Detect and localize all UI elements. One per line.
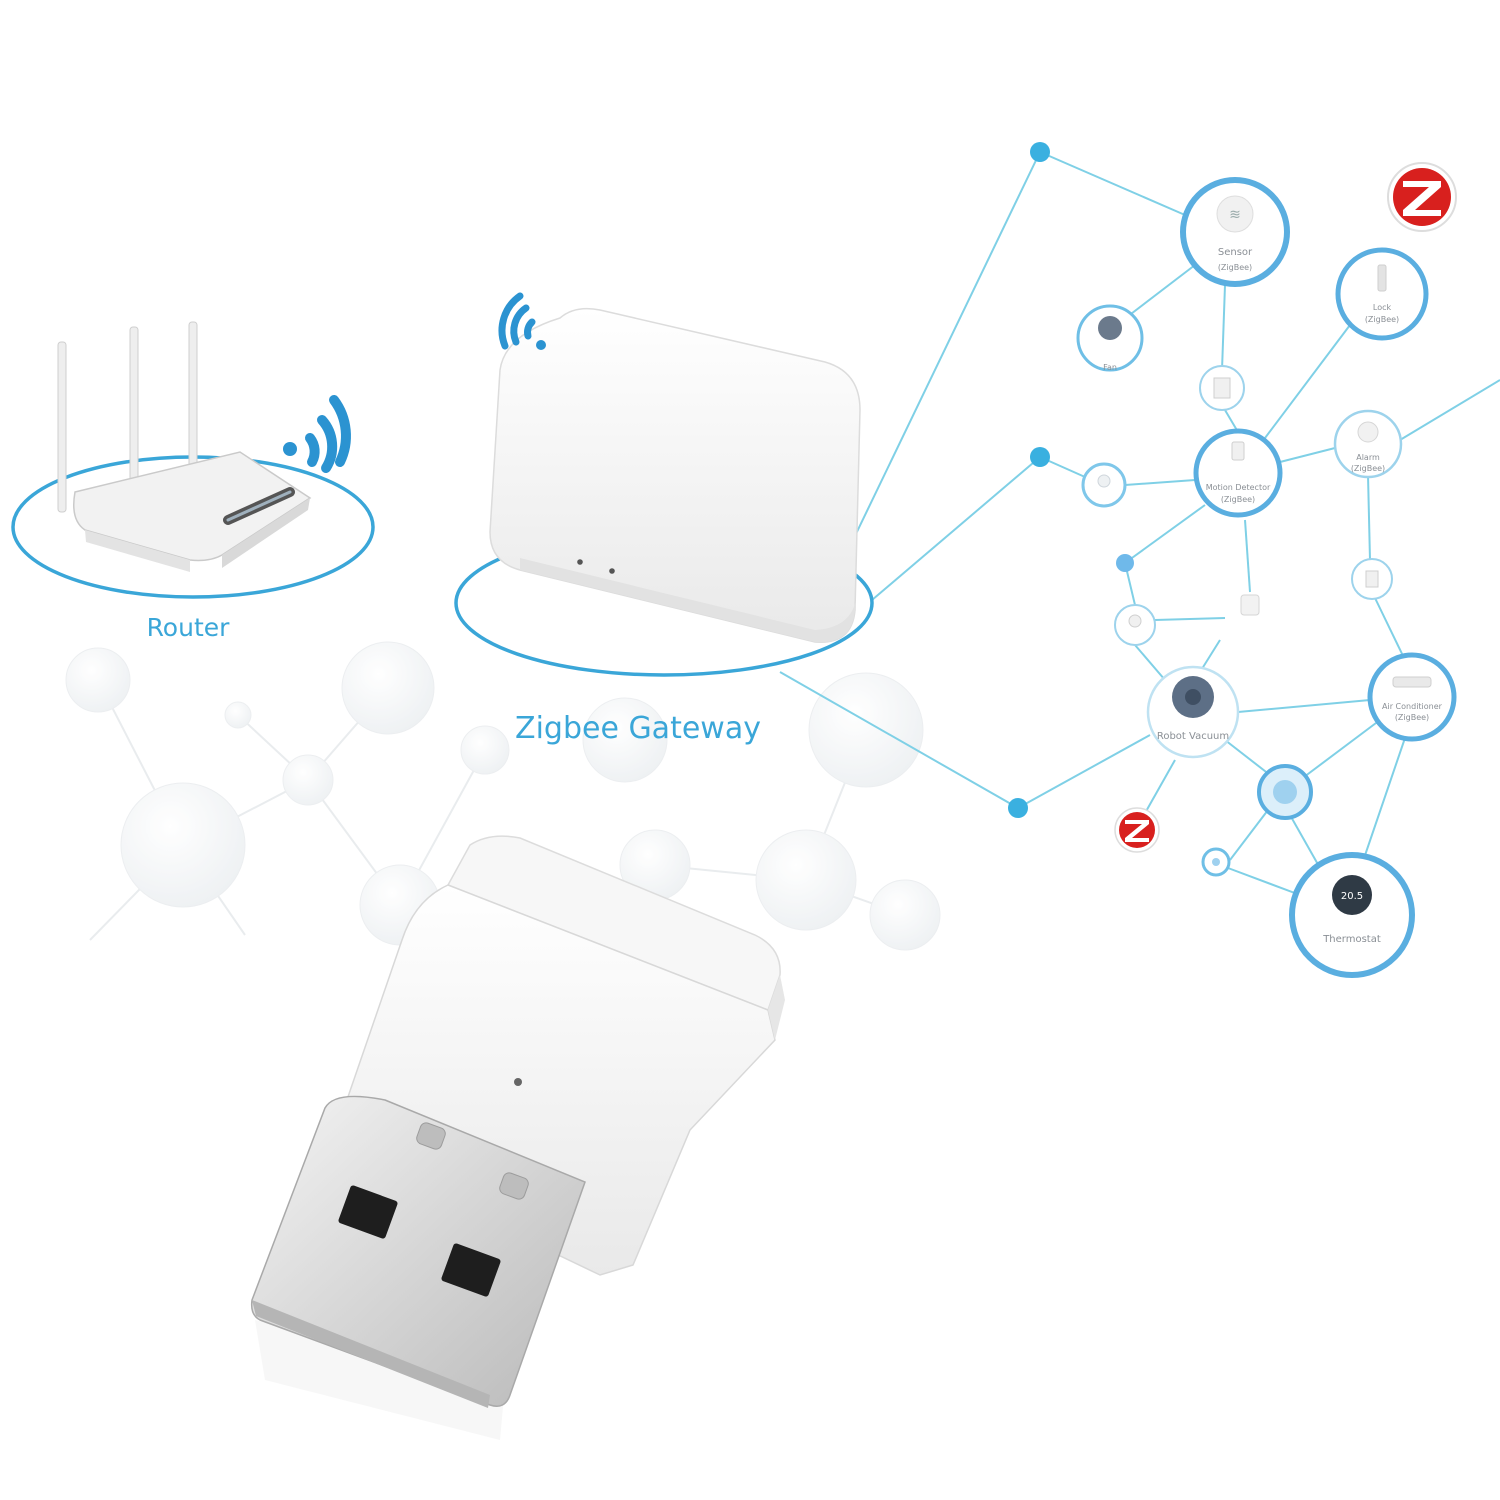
svg-text:(ZigBee): (ZigBee) [1351,464,1385,473]
node-small-right [1351,558,1393,600]
usb-dongle [250,835,785,1440]
fan-icon [1098,316,1122,340]
light-icon [1273,780,1297,804]
motion-detector-icon [1231,441,1245,461]
svg-text:(ZigBee): (ZigBee) [1365,315,1399,324]
dongle-top [446,835,781,1011]
node-motion-detector: Motion Detector (ZigBee) [1193,428,1283,518]
svg-text:Fan: Fan [1103,363,1117,372]
sensor-icon [1240,594,1260,616]
network-links [779,151,1500,896]
svg-text:Sensor: Sensor [1218,247,1253,258]
node-alarm: Alarm (ZigBee) [1333,409,1403,479]
usb-hole-2 [441,1243,501,1297]
wifi-icon [283,395,351,473]
gateway-led-2 [609,568,615,574]
node-air-conditioner: Air Conditioner (ZigBee) [1367,652,1457,742]
switch-icon [1365,570,1379,588]
thermostat-icon [1332,875,1372,915]
router-group: Router [11,321,375,642]
node-small-left [1081,462,1127,508]
svg-text:(ZigBee): (ZigBee) [1218,263,1252,272]
node-small-mid-left [1114,604,1156,646]
router-antennas [57,321,198,513]
air-conditioner-icon [1392,676,1432,688]
node-blue-small [1257,764,1313,820]
node-thermostat: 20.5 Thermostat [1289,852,1415,978]
gateway-caption: Zigbee Gateway [515,711,761,746]
gateway-group: Zigbee Gateway [454,292,874,746]
svg-text:(ZigBee): (ZigBee) [1395,713,1429,722]
node-lock: Lock (ZigBee) [1335,247,1429,341]
usb-hole-1 [338,1185,398,1239]
node-small-mid [1240,594,1260,616]
router-body [73,451,312,562]
dongle-led [514,1078,522,1086]
node-door-sensor [1199,365,1245,411]
lock-icon [1377,264,1387,292]
node-sensor: ≋ Sensor (ZigBee) [1180,177,1290,287]
plug-icon [1128,614,1142,628]
gateway-box [489,307,861,643]
zigbee-logo-small-icon [1114,807,1160,853]
speaker-icon [1212,858,1220,866]
svg-text:Robot Vacuum: Robot Vacuum [1157,731,1229,742]
camera-icon [1097,474,1111,488]
svg-text:Thermostat: Thermostat [1322,934,1381,945]
background-molecule-network [65,641,941,951]
svg-text:Lock: Lock [1373,303,1392,312]
svg-text:(ZigBee): (ZigBee) [1221,495,1255,504]
zigbee-logo-icon [1387,162,1457,232]
svg-text:Alarm: Alarm [1356,453,1380,462]
svg-text:≋: ≋ [1229,207,1241,223]
node-robot-vacuum: Robot Vacuum [1146,665,1240,759]
node-fan: Fan [1076,304,1144,372]
door-sensor-icon [1213,377,1231,399]
alarm-icon [1357,421,1379,443]
svg-text:20.5: 20.5 [1341,891,1363,902]
node-tiny [1201,847,1231,877]
gateway-led-1 [577,559,583,565]
svg-text:Air Conditioner: Air Conditioner [1382,702,1443,711]
wifi-icon [498,292,546,350]
network-dots [1008,142,1134,818]
svg-text:Motion Detector: Motion Detector [1206,483,1271,492]
usb-plug [250,1095,586,1407]
router-caption: Router [147,613,231,642]
